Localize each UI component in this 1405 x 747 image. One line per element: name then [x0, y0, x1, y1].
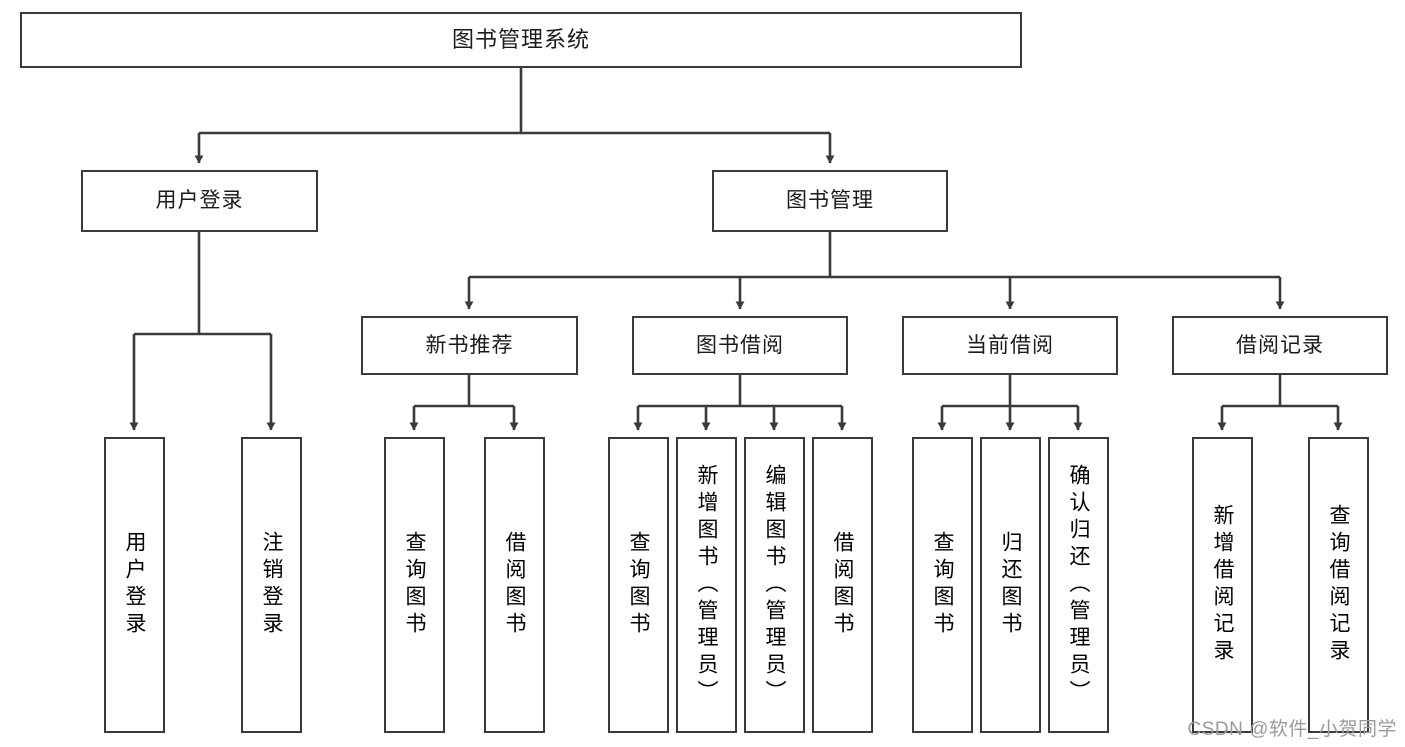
- leaf-current-borrow-query[interactable]: 查询图书: [912, 437, 973, 733]
- node-book-management-label: 图书管理: [786, 189, 874, 213]
- node-current-borrow[interactable]: 当前借阅: [902, 316, 1118, 375]
- leaf-current-borrow-return-label: 归还图书: [999, 531, 1022, 639]
- leaf-user-login-logout[interactable]: 注销登录: [241, 437, 302, 733]
- leaf-current-borrow-query-label: 查询图书: [931, 531, 954, 639]
- leaf-book-borrow-add-label: 新增图书（管理员）: [695, 463, 718, 707]
- leaf-user-login-logout-label: 注销登录: [260, 531, 283, 639]
- node-book-borrow-label: 图书借阅: [696, 333, 784, 357]
- csdn-watermark: CSDN @软件_小贺同学: [1187, 719, 1397, 740]
- node-book-management[interactable]: 图书管理: [712, 170, 948, 232]
- leaf-book-borrow-borrow-label: 借阅图书: [831, 531, 854, 639]
- leaf-book-borrow-query-label: 查询图书: [627, 531, 650, 639]
- leaf-new-book-query-label: 查询图书: [403, 531, 426, 639]
- leaf-current-borrow-confirm-label: 确认归还（管理员）: [1067, 463, 1090, 707]
- node-borrow-record-label: 借阅记录: [1236, 333, 1324, 357]
- node-book-borrow[interactable]: 图书借阅: [632, 316, 848, 375]
- leaf-user-login-login-label: 用户登录: [123, 531, 146, 639]
- leaf-borrow-record-query[interactable]: 查询借阅记录: [1308, 437, 1369, 733]
- node-user-login-label: 用户登录: [155, 189, 244, 213]
- node-root-system[interactable]: 图书管理系统: [20, 12, 1022, 68]
- node-user-login[interactable]: 用户登录: [81, 170, 318, 232]
- leaf-book-borrow-borrow[interactable]: 借阅图书: [812, 437, 873, 733]
- leaf-book-borrow-edit[interactable]: 编辑图书（管理员）: [744, 437, 805, 733]
- leaf-new-book-borrow[interactable]: 借阅图书: [484, 437, 545, 733]
- node-borrow-record[interactable]: 借阅记录: [1172, 316, 1388, 375]
- node-new-book-recommend[interactable]: 新书推荐: [361, 316, 578, 375]
- leaf-borrow-record-add[interactable]: 新增借阅记录: [1192, 437, 1253, 733]
- leaf-book-borrow-edit-label: 编辑图书（管理员）: [763, 463, 786, 707]
- leaf-new-book-query[interactable]: 查询图书: [384, 437, 445, 733]
- leaf-new-book-borrow-label: 借阅图书: [503, 531, 526, 639]
- leaf-borrow-record-query-label: 查询借阅记录: [1327, 504, 1350, 666]
- leaf-current-borrow-return[interactable]: 归还图书: [980, 437, 1041, 733]
- node-current-borrow-label: 当前借阅: [966, 333, 1054, 357]
- leaf-user-login-login[interactable]: 用户登录: [104, 437, 165, 733]
- node-root-system-label: 图书管理系统: [451, 26, 590, 52]
- leaf-current-borrow-confirm[interactable]: 确认归还（管理员）: [1048, 437, 1109, 733]
- node-new-book-recommend-label: 新书推荐: [425, 333, 514, 357]
- leaf-borrow-record-add-label: 新增借阅记录: [1211, 504, 1234, 666]
- leaf-book-borrow-add[interactable]: 新增图书（管理员）: [676, 437, 737, 733]
- leaf-book-borrow-query[interactable]: 查询图书: [608, 437, 669, 733]
